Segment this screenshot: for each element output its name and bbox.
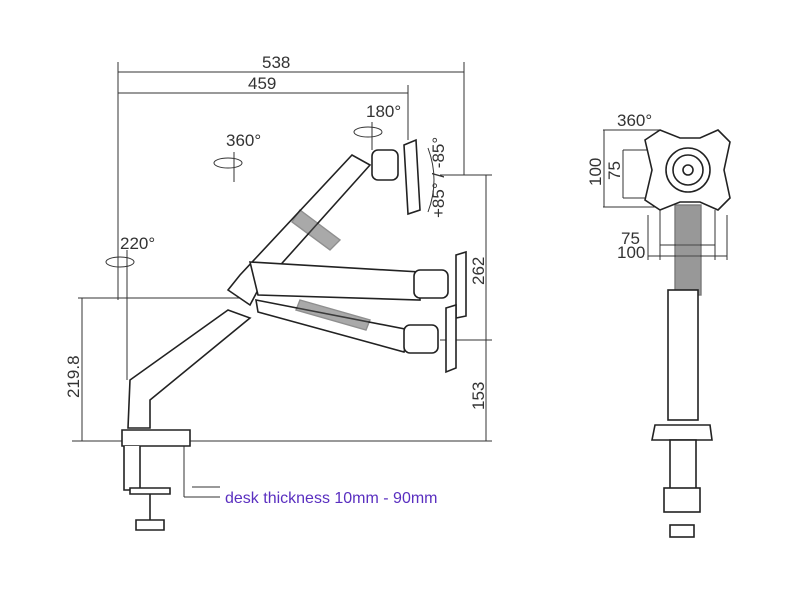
- dim-459: 459: [248, 74, 276, 93]
- front-dim-100-vertical: 100: [586, 158, 605, 186]
- rotation-360-label: 360°: [226, 131, 261, 150]
- dim-153: 153: [469, 382, 488, 410]
- dim-219-8: 219.8: [64, 355, 83, 398]
- front-dim-100-horizontal: 100: [617, 243, 645, 262]
- tilt-label: +85° / -85°: [429, 137, 448, 218]
- rotation-220-label: 220°: [120, 234, 155, 253]
- dim-262: 262: [469, 257, 488, 285]
- front-view-arm: [603, 129, 731, 538]
- front-rotation-360-label: 360°: [617, 111, 652, 130]
- desk-thickness-note: desk thickness 10mm - 90mm: [225, 490, 438, 507]
- dimension-lines: [72, 62, 492, 498]
- rotation-180-label: 180°: [366, 102, 401, 121]
- front-dim-75-vertical: 75: [605, 161, 624, 180]
- front-dim-75-horizontal: 75: [621, 229, 640, 248]
- side-view-arm: [121, 138, 467, 531]
- dim-538: 538: [262, 53, 290, 72]
- rotation-arrow-icons: [105, 122, 435, 380]
